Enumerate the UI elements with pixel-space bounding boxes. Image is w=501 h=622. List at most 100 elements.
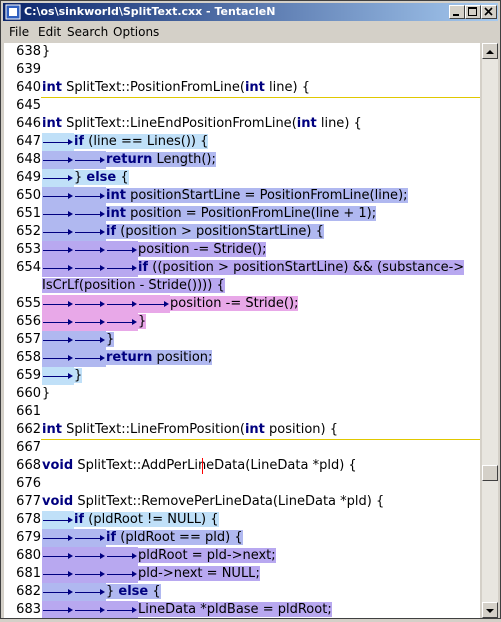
line-number: 676 <box>4 475 41 493</box>
line-number: 678 <box>4 511 41 529</box>
tab-indent-arrow-icon <box>42 169 74 187</box>
tab-indent-arrow-icon <box>74 295 106 313</box>
line-number: 662 <box>4 421 41 439</box>
code-line[interactable]: 657} <box>4 331 480 349</box>
tab-indent-arrow-icon <box>74 583 106 601</box>
scroll-thumb[interactable] <box>482 465 498 481</box>
line-number: 683 <box>4 601 41 618</box>
code-line[interactable]: 645 <box>4 97 480 115</box>
code-text: return Length(); <box>42 151 216 169</box>
code-text: LineData *pldBase = pldRoot; <box>42 601 332 618</box>
line-number <box>4 277 41 295</box>
tab-indent-arrow-icon <box>74 241 106 259</box>
code-text: } <box>42 331 115 349</box>
scroll-down-button[interactable] <box>482 602 498 618</box>
scroll-up-button[interactable] <box>482 43 498 59</box>
line-number: 648 <box>4 151 41 169</box>
menu-search[interactable]: Search <box>67 25 109 39</box>
tab-indent-arrow-icon <box>74 529 106 547</box>
maximize-icon <box>468 7 477 16</box>
tab-indent-arrow-icon <box>138 295 170 313</box>
tab-indent-arrow-icon <box>42 331 74 349</box>
code-line[interactable]: 660} <box>4 385 480 403</box>
line-number: 667 <box>4 439 41 457</box>
line-number: 654 <box>4 259 41 277</box>
code-line[interactable]: 638} <box>4 43 480 61</box>
line-number: 651 <box>4 205 41 223</box>
tab-indent-arrow-icon <box>42 601 74 618</box>
arrow-down-icon <box>486 609 494 613</box>
code-line[interactable]: 661 <box>4 403 480 421</box>
code-text: if (pldRoot != NULL) { <box>42 511 219 529</box>
line-number: 647 <box>4 133 41 151</box>
code-line[interactable]: 676 <box>4 475 480 493</box>
code-line[interactable]: IsCrLf(position - Stride()))) { <box>4 277 480 295</box>
line-number: 639 <box>4 61 41 79</box>
tab-indent-arrow-icon <box>74 547 106 565</box>
app-icon[interactable] <box>5 4 21 20</box>
code-line[interactable]: 682} else { <box>4 583 480 601</box>
line-number: 650 <box>4 187 41 205</box>
line-number: 652 <box>4 223 41 241</box>
tab-indent-arrow-icon <box>42 133 74 151</box>
code-text: void SplitText::RemovePerLineData(LineDa… <box>42 494 385 509</box>
code-line[interactable]: 649} else { <box>4 169 480 187</box>
code-line[interactable]: 656} <box>4 313 480 331</box>
tab-indent-arrow-icon <box>106 313 138 331</box>
tab-indent-arrow-icon <box>74 601 106 618</box>
close-button[interactable] <box>481 5 497 19</box>
code-text: } else { <box>42 169 129 187</box>
menu-edit[interactable]: Edit <box>38 25 62 39</box>
tab-indent-arrow-icon <box>106 295 138 313</box>
title-bar[interactable]: C:\os\sinkworld\SplitText.cxx - Tentacle… <box>3 3 498 21</box>
code-text: int SplitText::LineFromPosition(int posi… <box>42 422 339 437</box>
text-caret <box>202 458 203 474</box>
code-line[interactable]: 667 <box>4 439 480 457</box>
menu-bar: File Edit Search Options <box>3 22 498 42</box>
code-line[interactable]: 639 <box>4 61 480 79</box>
code-text: position -= Stride(); <box>42 241 267 259</box>
tab-indent-arrow-icon <box>42 583 74 601</box>
tab-indent-arrow-icon <box>42 367 74 385</box>
tab-indent-arrow-icon <box>106 565 138 583</box>
tab-indent-arrow-icon <box>106 601 138 618</box>
code-text: } <box>42 386 51 401</box>
minimize-button[interactable] <box>449 5 465 19</box>
line-number: 681 <box>4 565 41 583</box>
code-text: pldRoot = pld->next; <box>42 547 276 565</box>
menu-options[interactable]: Options <box>113 25 160 39</box>
tab-indent-arrow-icon <box>42 529 74 547</box>
code-line[interactable]: 659} <box>4 367 480 385</box>
tab-indent-arrow-icon <box>42 511 74 529</box>
tab-indent-arrow-icon <box>74 205 106 223</box>
tab-indent-arrow-icon <box>42 241 74 259</box>
vertical-scrollbar[interactable] <box>482 43 498 618</box>
tab-indent-arrow-icon <box>42 295 74 313</box>
tab-indent-arrow-icon <box>42 349 74 367</box>
menu-file[interactable]: File <box>9 25 30 39</box>
code-text: if ((position > positionStartLine) && (s… <box>42 259 465 277</box>
maximize-button[interactable] <box>465 5 481 19</box>
code-text: return position; <box>42 349 213 367</box>
code-text: position -= Stride(); <box>42 295 299 313</box>
